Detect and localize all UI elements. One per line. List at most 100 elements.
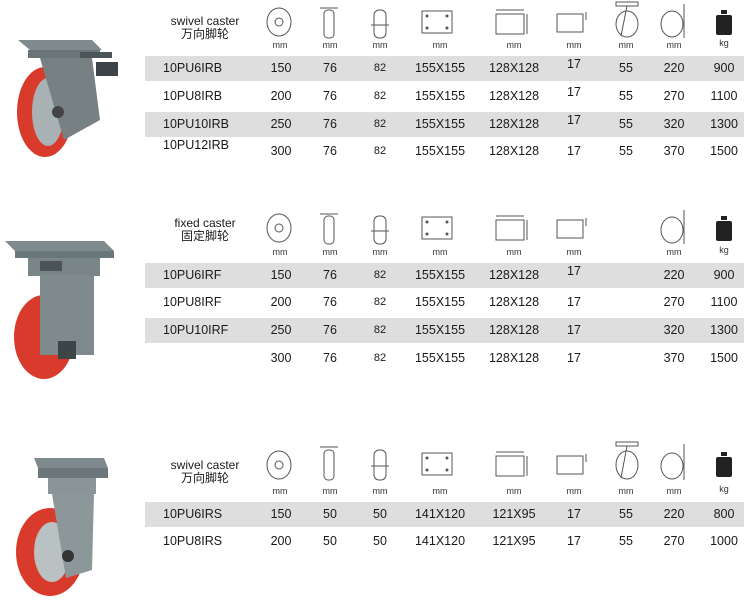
offset-cell: 55 <box>619 117 633 131</box>
height-cell: 370 <box>663 144 685 158</box>
tread-width-icon <box>371 9 389 39</box>
height-cell: 220 <box>663 61 685 75</box>
title-en: swivel caster <box>170 458 240 472</box>
table-row: 10PU10IRB 250 76 82 155X155 128X128 17 5… <box>145 112 744 137</box>
bolt-size-cell: 17 <box>567 351 581 365</box>
height-cell: 270 <box>663 89 685 103</box>
unit-mm: mm <box>322 40 338 50</box>
overall-height-icon <box>660 444 685 480</box>
tread-width-cell: 82 <box>373 296 387 308</box>
load-weight-icon <box>716 10 732 35</box>
wheel-diameter-cell: 200 <box>270 89 292 103</box>
swivel-offset-icon <box>615 441 639 480</box>
unit-mm: mm <box>432 247 448 257</box>
tread-width-cell: 82 <box>373 145 387 157</box>
model-cell: 10PU6IRS <box>163 507 223 521</box>
bolt-spacing-cell: 121X95 <box>492 507 536 521</box>
model-cell: 10PU6IRF <box>163 268 222 282</box>
swivel-offset-icon <box>615 1 639 38</box>
bolt-spacing-cell: 128X128 <box>488 268 540 282</box>
top-plate-cell: 155X155 <box>414 61 466 75</box>
load-cell: 900 <box>713 61 735 75</box>
tread-width-icon <box>371 215 389 245</box>
wheel-width-icon <box>320 213 338 245</box>
table-row: 300 76 82 155X155 128X128 17 370 1500 <box>145 346 744 371</box>
bolt-hole-size-icon <box>556 218 587 239</box>
height-cell: 370 <box>663 351 685 365</box>
model-cell: 10PU12IRB <box>163 138 230 152</box>
unit-mm: mm <box>566 40 582 50</box>
height-cell: 270 <box>663 534 685 548</box>
offset-cell: 55 <box>619 61 633 75</box>
unit-kg: kg <box>719 38 729 48</box>
tread-width-cell: 82 <box>373 352 387 364</box>
unit-mm: mm <box>272 40 288 50</box>
load-cell: 1300 <box>710 323 738 337</box>
tread-width-cell: 82 <box>373 90 387 102</box>
top-plate-cell: 155X155 <box>414 323 466 337</box>
top-plate-cell: 155X155 <box>414 295 466 309</box>
wheel-diameter-cell: 200 <box>270 295 292 309</box>
wheel-diameter-icon <box>266 450 292 480</box>
load-cell: 1500 <box>710 351 738 365</box>
height-cell: 220 <box>663 268 685 282</box>
wheel-diameter-cell: 300 <box>270 144 292 158</box>
wheel-diameter-cell: 250 <box>270 117 292 131</box>
fixed-caster-photo <box>5 241 114 379</box>
wheel-diameter-cell: 200 <box>270 534 292 548</box>
section-title: swivel caster 万向脚轮 <box>160 15 250 41</box>
unit-mm: mm <box>372 486 388 496</box>
bolt-spacing-cell: 128X128 <box>488 351 540 365</box>
bolt-size-cell: 17 <box>567 264 581 278</box>
bolt-spacing-cell: 121X95 <box>492 534 536 548</box>
tread-width-cell: 82 <box>373 269 387 281</box>
bolt-spacing-cell: 128X128 <box>488 323 540 337</box>
tread-width-cell: 82 <box>373 118 387 130</box>
wheel-diameter-cell: 250 <box>270 323 292 337</box>
unit-mm: mm <box>666 247 682 257</box>
section-title: swivel caster 万向脚轮 <box>160 459 250 485</box>
wheel-width-cell: 50 <box>323 507 337 521</box>
section-swivel: swivel caster 万向脚轮 mm mm mm mm mm mm mm … <box>0 440 744 601</box>
model-cell: 10PU10IRB <box>163 117 230 131</box>
unit-mm: mm <box>272 486 288 496</box>
table-row: 10PU6IRF 150 76 82 155X155 128X128 17 22… <box>145 263 744 288</box>
wheel-diameter-icon <box>266 7 292 37</box>
load-cell: 1300 <box>710 117 738 131</box>
tread-width-cell: 82 <box>373 324 387 336</box>
unit-mm: mm <box>322 247 338 257</box>
height-cell: 220 <box>663 507 685 521</box>
wheel-width-cell: 76 <box>323 323 337 337</box>
tread-width-icon <box>371 449 389 481</box>
unit-mm: mm <box>506 40 522 50</box>
unit-mm: mm <box>506 247 522 257</box>
unit-mm: mm <box>666 40 682 50</box>
offset-cell: 55 <box>619 89 633 103</box>
table-row: 10PU8IRS 200 50 50 141X120 121X95 17 55 … <box>145 529 744 554</box>
load-cell: 1000 <box>710 534 738 548</box>
top-plate-icon <box>421 452 453 476</box>
wheel-width-cell: 76 <box>323 61 337 75</box>
wheel-width-cell: 76 <box>323 89 337 103</box>
section-swivel-brake: swivel caster 万向脚轮 mm mm mm mm mm mm mm … <box>0 0 744 170</box>
top-plate-cell: 155X155 <box>414 89 466 103</box>
top-plate-icon <box>421 10 453 34</box>
tread-width-cell: 50 <box>373 534 387 548</box>
bolt-size-cell: 17 <box>567 507 581 521</box>
wheel-width-icon <box>320 446 338 481</box>
load-cell: 1100 <box>710 295 738 309</box>
load-cell: 900 <box>713 268 735 282</box>
bolt-hole-size-icon <box>556 454 587 475</box>
bolt-size-cell: 17 <box>567 85 581 99</box>
wheel-width-cell: 76 <box>323 268 337 282</box>
unit-mm: mm <box>666 486 682 496</box>
height-cell: 320 <box>663 323 685 337</box>
top-plate-cell: 141X120 <box>414 534 466 548</box>
wheel-width-cell: 76 <box>323 117 337 131</box>
table-row: 10PU12IRB 300 76 82 155X155 128X128 17 5… <box>145 138 744 164</box>
bolt-size-cell: 17 <box>567 113 581 127</box>
bolt-size-cell: 17 <box>567 295 581 309</box>
load-cell: 1100 <box>710 89 738 103</box>
bolt-size-cell: 17 <box>567 534 581 548</box>
title-en: fixed caster <box>174 216 236 230</box>
